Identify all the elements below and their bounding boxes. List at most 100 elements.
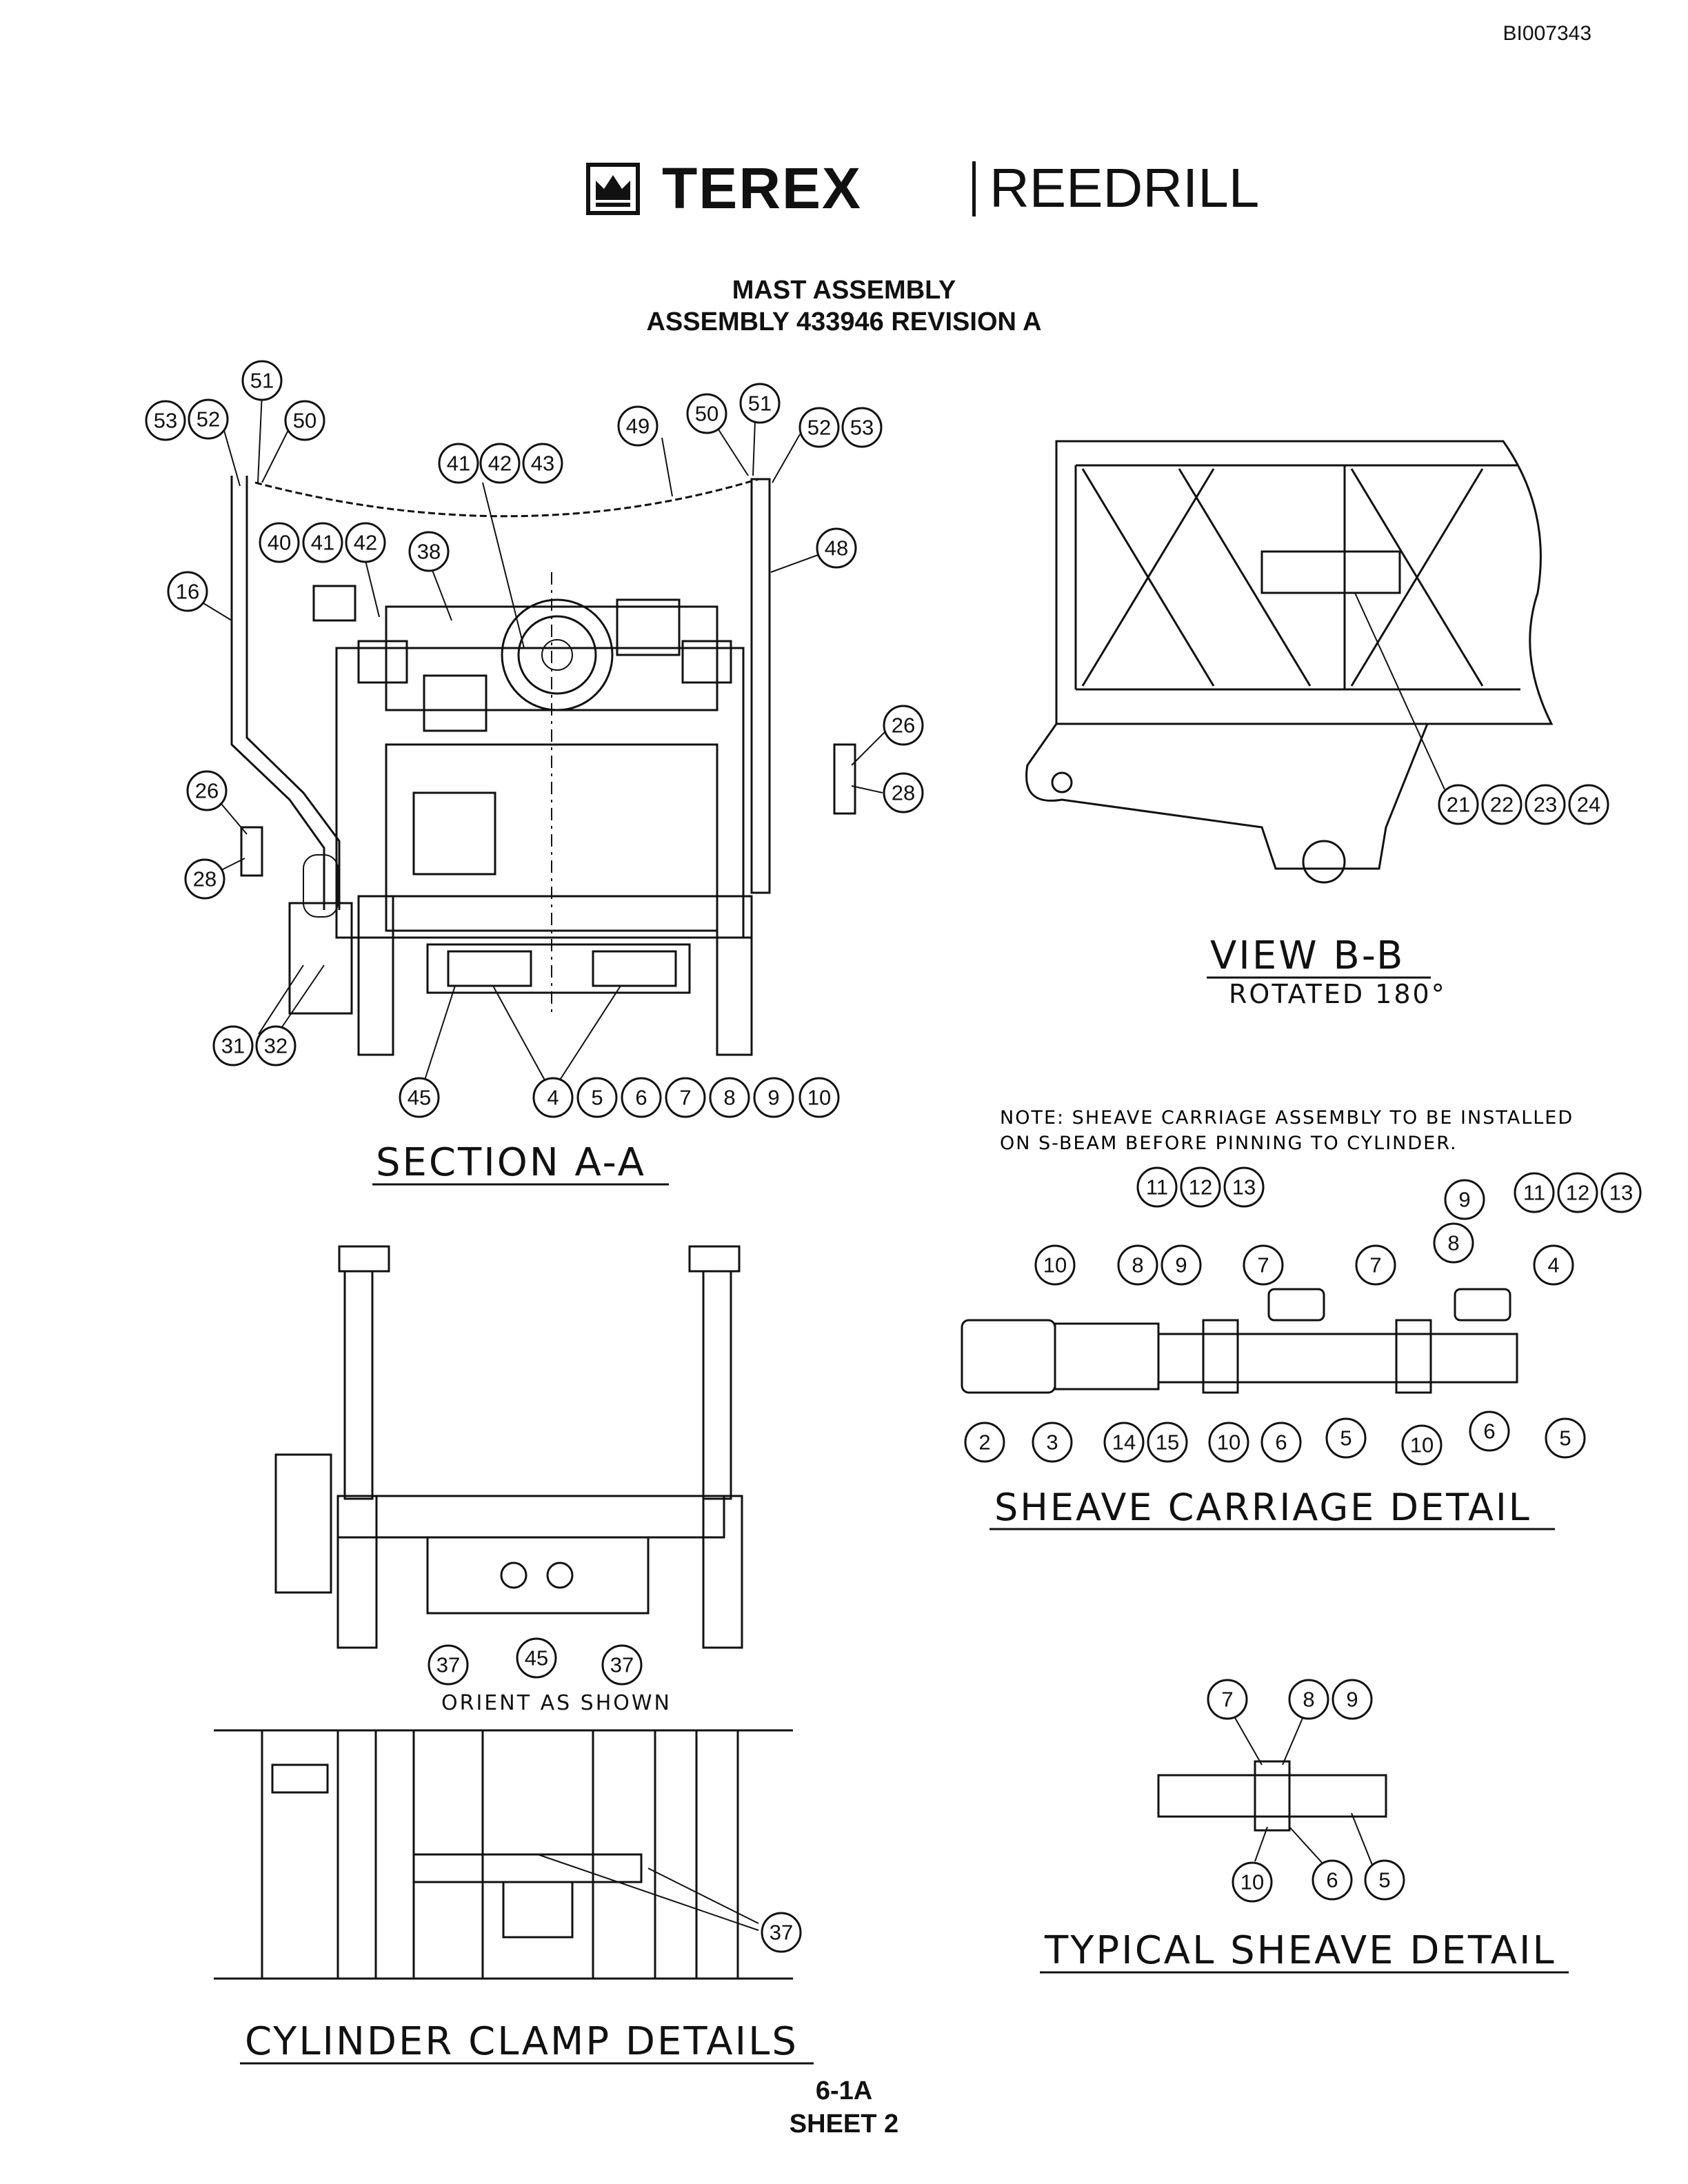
svg-text:23: 23 [1534, 793, 1557, 817]
svg-text:12: 12 [1566, 1181, 1589, 1205]
section-aa-view: 53 52 51 50 49 50 51 52 53 41 42 43 40 4… [145, 360, 924, 1186]
svg-text:52: 52 [197, 407, 220, 432]
svg-text:45: 45 [408, 1086, 431, 1110]
svg-text:2: 2 [978, 1430, 990, 1455]
svg-text:26: 26 [195, 779, 219, 803]
svg-text:51: 51 [250, 369, 274, 393]
typical-sheave-callouts: 7 8 9 10 6 5 [1207, 1679, 1405, 1903]
svg-text:3: 3 [1046, 1430, 1058, 1455]
svg-text:53: 53 [154, 409, 177, 433]
svg-text:10: 10 [1217, 1430, 1240, 1455]
typical-sheave-label: TYPICAL SHEAVE DETAIL [1044, 1928, 1556, 1973]
svg-text:37: 37 [610, 1653, 634, 1677]
svg-text:6: 6 [1275, 1430, 1287, 1455]
svg-text:13: 13 [1232, 1175, 1256, 1200]
sheave-note-line-1: NOTE: SHEAVE CARRIAGE ASSEMBLY TO BE INS… [1000, 1107, 1574, 1129]
svg-text:7: 7 [1257, 1253, 1269, 1277]
svg-text:24: 24 [1577, 793, 1600, 817]
page-number: 6-1A [815, 2076, 873, 2105]
svg-text:10: 10 [1240, 1870, 1264, 1894]
section-aa-callouts: 53 52 51 50 49 50 51 52 53 41 42 43 40 4… [145, 360, 924, 1118]
svg-text:9: 9 [1346, 1688, 1358, 1712]
svg-text:52: 52 [807, 416, 831, 440]
sheet-number: SHEET 2 [789, 2110, 899, 2138]
svg-text:26: 26 [892, 714, 915, 738]
svg-text:6: 6 [635, 1086, 647, 1110]
svg-text:31: 31 [221, 1034, 245, 1058]
svg-text:40: 40 [268, 531, 291, 555]
cylinder-clamp-details: 37 CYLINDER CLAMP DETAILS [214, 1729, 814, 2065]
svg-text:51: 51 [748, 392, 772, 416]
typical-sheave-detail: 7 8 9 10 6 5 TYPICAL SHEAVE DETAIL [1040, 1679, 1569, 1974]
sheave-carriage-label: SHEAVE CARRIAGE DETAIL [994, 1486, 1531, 1529]
svg-text:6: 6 [1326, 1868, 1338, 1892]
svg-text:7: 7 [1221, 1688, 1233, 1712]
svg-text:21: 21 [1447, 793, 1470, 817]
cylinder-clamp-callouts: 37 [761, 1912, 802, 1953]
svg-text:11: 11 [1523, 1181, 1545, 1205]
document-id: BI007343 [1503, 22, 1591, 45]
svg-text:8: 8 [723, 1086, 735, 1110]
svg-text:4: 4 [547, 1086, 559, 1110]
page-title: MAST ASSEMBLY [732, 276, 956, 305]
sheave-carriage-callouts: 11 12 13 9 11 12 13 10 8 9 7 7 8 4 2 3 1… [964, 1166, 1642, 1466]
svg-text:50: 50 [695, 402, 719, 426]
svg-text:42: 42 [354, 531, 377, 555]
view-bb-label: VIEW B-B [1210, 933, 1405, 978]
view-bb: 21 22 23 24 VIEW B-B ROTATED 180° [1025, 440, 1609, 1009]
svg-text:10: 10 [807, 1086, 831, 1110]
svg-text:13: 13 [1609, 1181, 1633, 1205]
svg-text:42: 42 [488, 452, 512, 476]
section-aa-label: SECTION A-A [376, 1140, 646, 1185]
svg-text:4: 4 [1547, 1253, 1559, 1277]
svg-text:14: 14 [1112, 1430, 1136, 1455]
svg-text:9: 9 [1175, 1253, 1187, 1277]
svg-text:11: 11 [1146, 1175, 1168, 1200]
svg-text:8: 8 [1303, 1688, 1314, 1712]
orient-label: ORIENT AS SHOWN [441, 1691, 672, 1715]
svg-text:50: 50 [293, 409, 316, 433]
svg-text:48: 48 [825, 536, 848, 560]
svg-text:37: 37 [770, 1921, 793, 1945]
view-bb-callouts: 21 22 23 24 [1438, 784, 1609, 825]
svg-text:16: 16 [176, 580, 199, 604]
svg-text:12: 12 [1189, 1175, 1212, 1200]
view-bb-rotated: ROTATED 180° [1229, 979, 1447, 1009]
svg-text:9: 9 [767, 1086, 779, 1110]
svg-text:5: 5 [591, 1086, 603, 1110]
svg-text:8: 8 [1132, 1253, 1143, 1277]
svg-text:10: 10 [1043, 1253, 1067, 1277]
page-subtitle: ASSEMBLY 433946 REVISION A [646, 307, 1042, 336]
svg-text:49: 49 [626, 414, 650, 438]
svg-text:6: 6 [1483, 1419, 1495, 1444]
svg-text:7: 7 [679, 1086, 691, 1110]
svg-text:37: 37 [436, 1653, 460, 1677]
svg-text:15: 15 [1156, 1430, 1179, 1455]
svg-text:38: 38 [417, 540, 441, 564]
brand-sub: REEDRILL [989, 157, 1260, 219]
brand-separator [972, 161, 976, 216]
brand-name: TEREX [662, 156, 863, 221]
terex-crown-icon [586, 163, 640, 215]
svg-text:43: 43 [531, 452, 554, 476]
svg-text:32: 32 [264, 1034, 288, 1058]
svg-text:22: 22 [1490, 793, 1514, 817]
svg-text:41: 41 [311, 531, 334, 555]
svg-text:5: 5 [1378, 1868, 1390, 1892]
brand-logo: TEREX REEDRILL [586, 156, 1259, 221]
svg-text:9: 9 [1458, 1188, 1470, 1212]
orient-view: 37 45 37 ORIENT AS SHOWN [274, 1245, 743, 1715]
svg-text:7: 7 [1369, 1253, 1381, 1277]
svg-text:8: 8 [1447, 1231, 1459, 1255]
svg-text:10: 10 [1410, 1433, 1434, 1457]
orient-callouts: 37 45 37 [428, 1637, 643, 1686]
cylinder-clamp-label: CYLINDER CLAMP DETAILS [245, 2019, 798, 2064]
svg-text:53: 53 [850, 416, 874, 440]
sheave-carriage-detail: NOTE: SHEAVE CARRIAGE ASSEMBLY TO BE INS… [961, 1107, 1642, 1530]
svg-text:28: 28 [892, 781, 915, 805]
svg-text:5: 5 [1340, 1426, 1352, 1450]
svg-text:5: 5 [1559, 1426, 1571, 1450]
svg-text:28: 28 [193, 867, 217, 891]
sheave-note-line-2: ON S-BEAM BEFORE PINNING TO CYLINDER. [1000, 1133, 1458, 1154]
